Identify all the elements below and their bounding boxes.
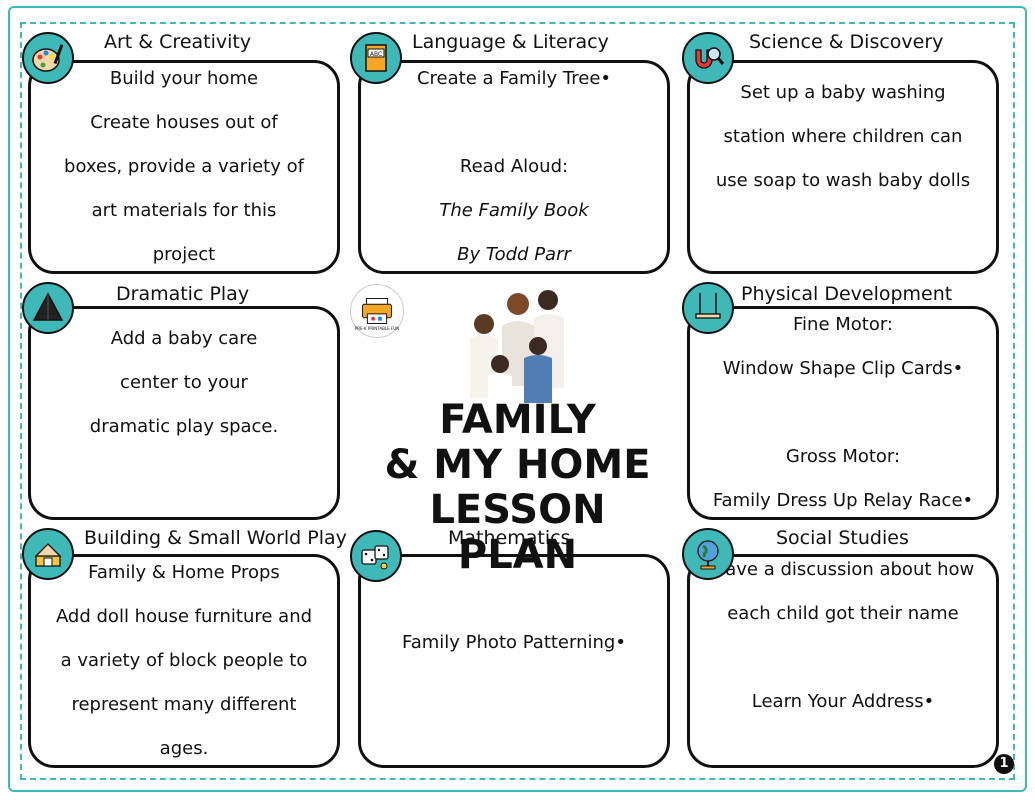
science-line: station where children can — [723, 126, 963, 147]
art-line: Build your home — [109, 68, 259, 89]
card-mathematics: Family Photo Patterning• — [358, 554, 670, 768]
book-author: By Todd Parr — [457, 244, 571, 265]
building-line: Family & Home Props — [88, 562, 280, 583]
title-line: FAMILY — [439, 397, 596, 443]
dramatic-line: center to your — [120, 372, 248, 393]
svg-text:ABC: ABC — [370, 51, 382, 58]
math-line: Family Photo Patterning• — [402, 632, 626, 653]
card-social-studies: Have a discussion about how each child g… — [687, 554, 999, 768]
building-line: a variety of block people to — [60, 650, 308, 671]
globe-icon — [682, 528, 734, 580]
title-building-small-world: Building & Small World Play — [80, 527, 351, 549]
dramatic-line: dramatic play space. — [89, 416, 279, 437]
title-physical-development: Physical Development — [737, 283, 957, 305]
title-line: & MY HOME — [384, 442, 651, 488]
book-title: The Family Book — [439, 200, 589, 221]
art-line: boxes, provide a variety of — [64, 156, 304, 177]
page-border — [8, 6, 1027, 792]
page-number: 1 — [994, 754, 1014, 774]
building-line: ages. — [159, 738, 209, 759]
theater-curtain-icon — [22, 282, 74, 334]
physical-line: Fine Motor: — [792, 314, 893, 335]
dice-icon — [350, 530, 402, 582]
title-science-discovery: Science & Discovery — [745, 31, 948, 53]
title-mathematics: Mathematics — [444, 527, 575, 549]
lesson-plan-title: FAMILY & MY HOME LESSON PLAN — [370, 398, 665, 578]
palette-icon — [22, 32, 74, 84]
swing-icon — [682, 282, 734, 334]
card-art-creativity: Build your home Create houses out of box… — [28, 60, 340, 274]
blocks-icon — [22, 528, 74, 580]
art-line: art materials for this — [91, 200, 277, 221]
dashed-border — [20, 22, 1015, 780]
title-social-studies: Social Studies — [772, 527, 913, 549]
building-line: represent many different — [71, 694, 297, 715]
social-line: Learn Your Address• — [751, 691, 935, 712]
art-line: project — [152, 244, 216, 265]
card-physical-development: Fine Motor: Window Shape Clip Cards• Gro… — [687, 306, 999, 520]
printer-logo-icon — [362, 298, 392, 324]
language-line: Create a Family Tree• — [416, 68, 612, 89]
art-line: Create houses out of — [90, 112, 278, 133]
card-building-small-world: Family & Home Props Add doll house furni… — [28, 554, 340, 768]
title-art-creativity: Art & Creativity — [100, 31, 256, 53]
social-line: each child got their name — [727, 603, 959, 624]
logo-text: PRE-K PRINTABLE FUN — [354, 326, 400, 331]
social-line: Have a discussion about how — [711, 559, 975, 580]
abc-book-icon: ABC — [350, 32, 402, 84]
title-dramatic-play: Dramatic Play — [112, 283, 254, 305]
card-language-literacy: Create a Family Tree• Read Aloud: The Fa… — [358, 60, 670, 274]
physical-line: Gross Motor: — [785, 446, 901, 467]
physical-line: Family Dress Up Relay Race• — [712, 490, 974, 511]
card-dramatic-play: Add a baby care center to your dramatic … — [28, 306, 340, 520]
science-line: use soap to wash baby dolls — [715, 170, 971, 191]
brand-logo — [350, 284, 404, 338]
physical-line: Window Shape Clip Cards• — [722, 358, 964, 379]
family-photo — [470, 290, 564, 411]
building-line: Add doll house furniture and — [55, 606, 313, 627]
card-science-discovery: Set up a baby washing station where chil… — [687, 60, 999, 274]
science-line: Set up a baby washing — [740, 82, 946, 103]
title-language-literacy: Language & Literacy — [408, 31, 613, 53]
magnet-magnifier-icon — [682, 32, 734, 84]
dramatic-line: Add a baby care — [110, 328, 258, 349]
title-line: LESSON PLAN — [429, 487, 606, 578]
language-line: Read Aloud: — [459, 156, 569, 177]
